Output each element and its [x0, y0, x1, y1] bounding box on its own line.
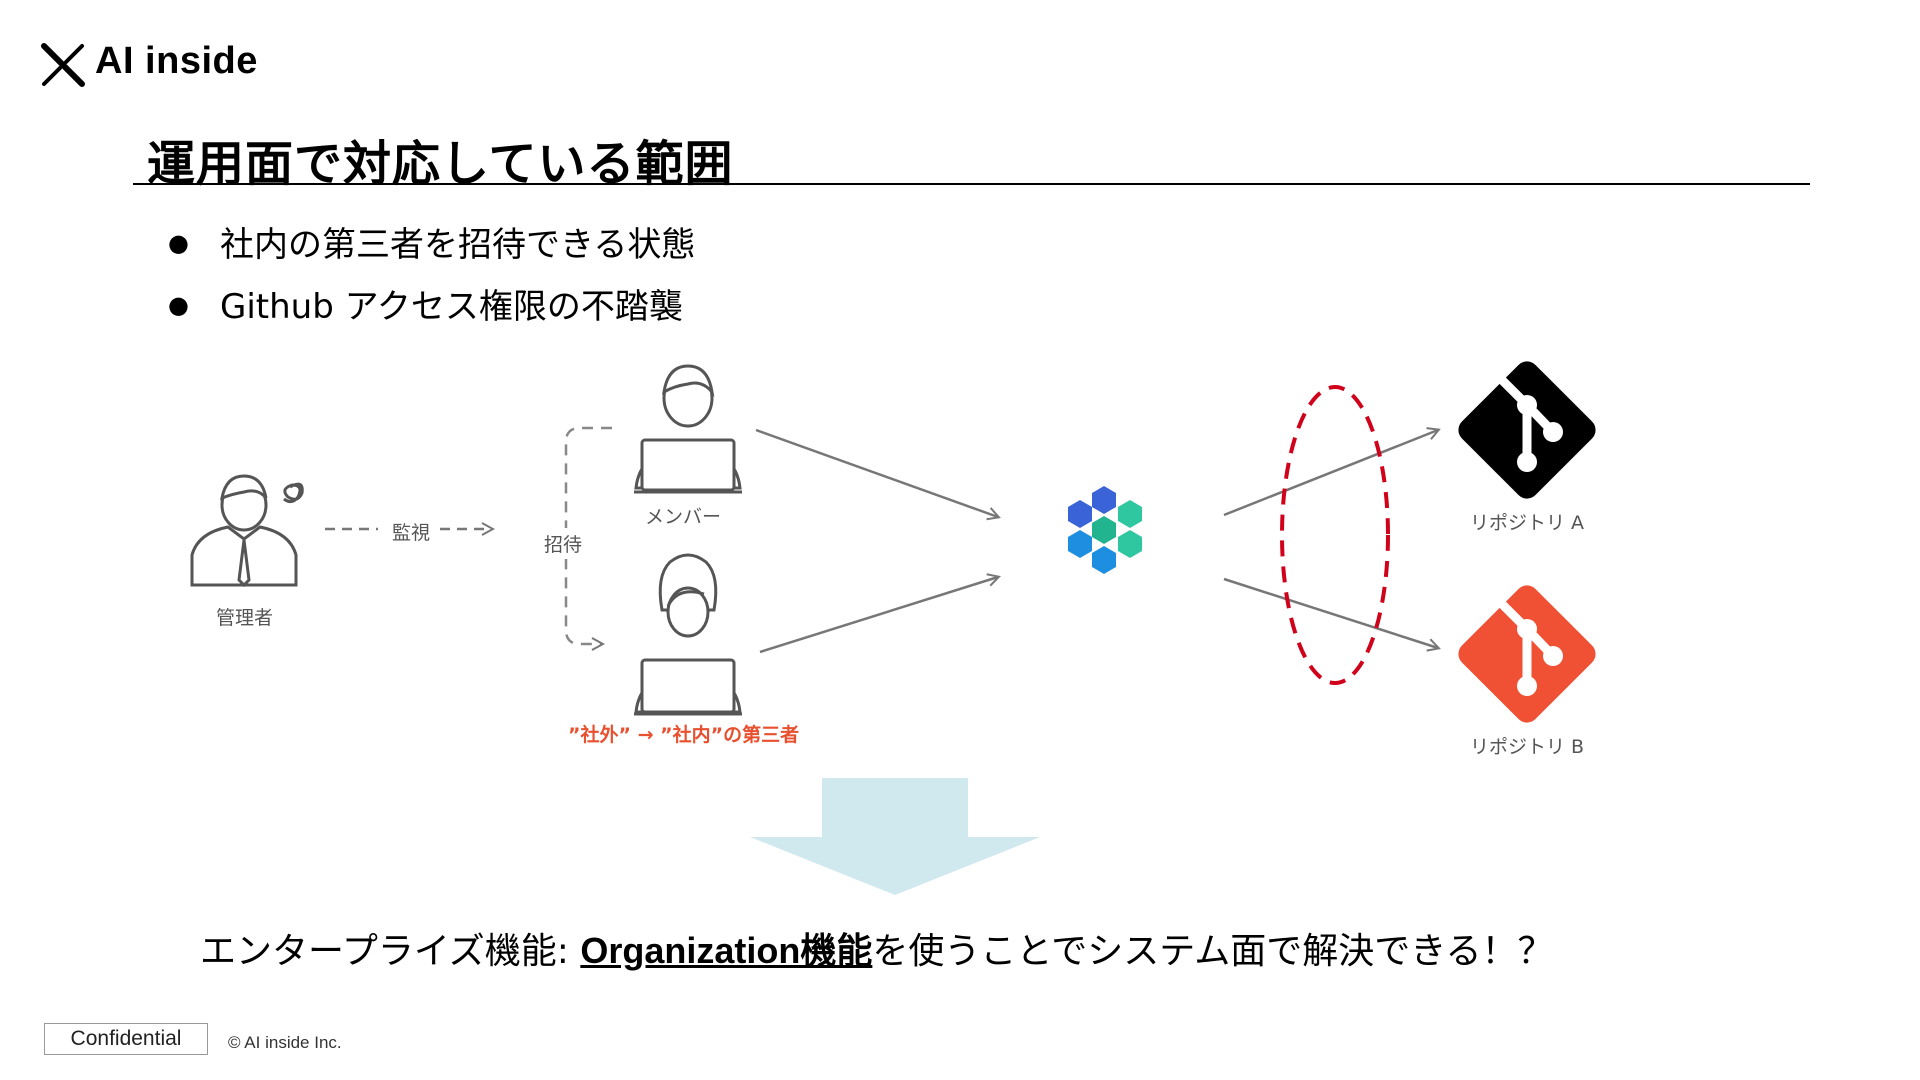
- hub-to-repo-b-arrow: [1223, 577, 1438, 648]
- organization-feature-link[interactable]: Organization機能: [580, 930, 873, 971]
- monitor-label: 監視: [392, 522, 431, 544]
- member-label: メンバー: [645, 506, 722, 528]
- conclusion-suffix: を使うことでシステム面で解決できる！？: [872, 931, 1554, 972]
- third-party-to-hub-arrow: [759, 577, 998, 654]
- third-party-label: ”社外” → ”社内”の第三者: [568, 724, 800, 746]
- git-repo-a-icon: [1458, 361, 1596, 499]
- bullet-dot-icon: ●: [168, 229, 189, 257]
- logo-text: AI inside: [95, 40, 258, 82]
- hub-hexagon-logo-icon: [1068, 486, 1142, 574]
- confidential-badge: Confidential: [44, 1023, 208, 1055]
- git-repo-b-icon: [1458, 585, 1596, 723]
- repo-a-label: リポジトリ A: [1470, 512, 1585, 534]
- down-arrow-icon: [750, 778, 1040, 895]
- bullet-dot-icon: ●: [168, 291, 189, 319]
- admin-person-icon: [190, 474, 304, 588]
- bullet-text: 社内の第三者を招待できる状態: [220, 225, 696, 265]
- third-party-person-icon: [634, 553, 742, 716]
- title-divider: [133, 183, 1810, 185]
- admin-label: 管理者: [216, 607, 274, 629]
- conclusion-prefix: エンタープライズ機能:: [200, 931, 581, 972]
- ai-inside-logo-icon: [41, 43, 85, 87]
- bullet-text: Github アクセス権限の不踏襲: [220, 287, 683, 327]
- member-to-hub-arrow: [755, 428, 998, 517]
- invite-label: 招待: [544, 528, 583, 559]
- copyright: © AI inside Inc.: [228, 1033, 342, 1052]
- member-person-icon: [634, 364, 742, 494]
- page-title: 運用面で対応している範囲: [147, 136, 734, 192]
- hub-to-repo-a-arrow: [1223, 430, 1438, 517]
- repo-b-label: リポジトリ B: [1470, 736, 1585, 758]
- highlight-ellipse: [1280, 385, 1390, 685]
- conclusion-text: エンタープライズ機能: Organization機能を使うことでシステム面で解決…: [200, 922, 1553, 974]
